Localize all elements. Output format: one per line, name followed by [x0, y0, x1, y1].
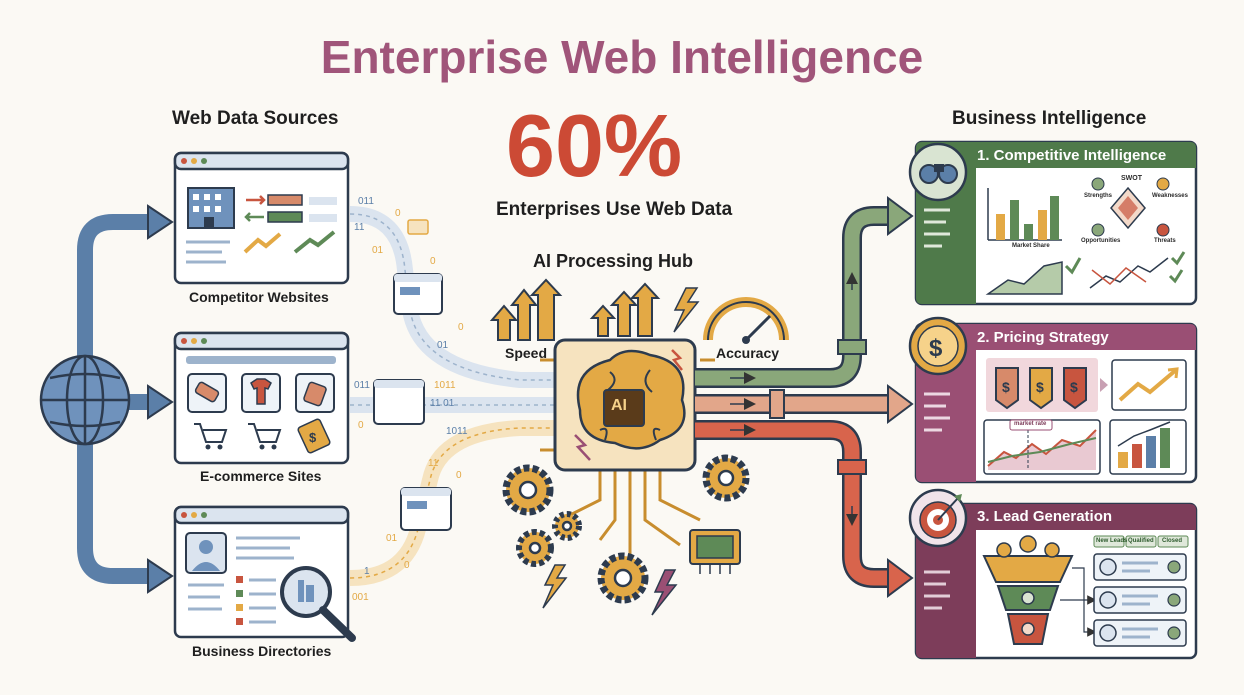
- stat-value: 60%: [506, 96, 683, 195]
- dollar-icon: $: [929, 335, 943, 362]
- panel-title-competitive: 1. Competitive Intelligence: [977, 147, 1167, 164]
- svg-text:$: $: [1070, 379, 1078, 395]
- binary-digit: 011: [354, 380, 370, 391]
- globe-icon: [39, 354, 131, 446]
- binary-digit: 1011: [434, 380, 456, 391]
- binary-digit: 1: [364, 566, 370, 577]
- svg-text:$: $: [309, 430, 317, 445]
- binary-digit: 01: [437, 340, 449, 351]
- binary-digit: 11: [354, 222, 365, 233]
- binary-digit: 001: [352, 592, 369, 603]
- output-pipes: [695, 206, 890, 588]
- binary-digit: 0: [456, 470, 462, 481]
- panel-title-pricing: 2. Pricing Strategy: [977, 329, 1109, 346]
- lead-stage-qualified: Qualified: [1128, 538, 1154, 544]
- swot-label: SWOT: [1121, 175, 1142, 182]
- output-arrowheads: [887, 196, 914, 598]
- swot-opportunities: Opportunities: [1081, 238, 1121, 244]
- svg-text:$: $: [1002, 379, 1010, 395]
- svg-text:$: $: [1036, 379, 1044, 395]
- binary-digit: 011: [358, 196, 374, 207]
- source-label-competitor-websites: Competitor Websites: [189, 289, 329, 305]
- sources-heading: Web Data Sources: [172, 108, 339, 129]
- market-share-chart: [987, 188, 1062, 241]
- mini-chip-icon: [689, 529, 741, 574]
- market-share-label: Market Share: [1012, 243, 1050, 249]
- market-rate-label: market rate: [1014, 421, 1047, 427]
- binary-digit: 01: [386, 533, 398, 544]
- binary-digit: 1011: [446, 426, 468, 437]
- binary-digit: 0: [358, 420, 364, 431]
- upload-arrows-icon: [589, 282, 661, 337]
- source-label-ecommerce: E-commerce Sites: [200, 468, 322, 484]
- binary-digit: 0: [404, 560, 410, 571]
- gears-icon: [502, 454, 750, 604]
- binary-digit: 0: [458, 322, 464, 333]
- hub-heading: AI Processing Hub: [533, 251, 694, 271]
- target-icon: [919, 494, 962, 539]
- speed-arrows-icon: [489, 278, 563, 341]
- hub-pins: [540, 358, 715, 560]
- source-arrowheads: [147, 204, 174, 594]
- ecommerce-card: $: [173, 331, 350, 465]
- panel-title-leads: 3. Lead Generation: [977, 508, 1113, 525]
- price-tags-icon: [995, 367, 1087, 410]
- magnifier-icon: [280, 566, 356, 642]
- lead-stage-closed: Closed: [1162, 538, 1183, 544]
- stream-windows: [373, 219, 452, 531]
- swot-strengths: Strengths: [1084, 193, 1113, 199]
- competitor-websites-card: [173, 151, 350, 285]
- swot-radar: [1091, 177, 1170, 237]
- accuracy-label: Accuracy: [716, 345, 780, 361]
- binary-digit: 0: [395, 208, 401, 219]
- directory-list: [188, 576, 276, 625]
- lead-stage-new: New Leads: [1096, 538, 1128, 544]
- outputs-heading: Business Intelligence: [952, 108, 1147, 129]
- lead-avatars: [996, 535, 1060, 636]
- business-directories-card: [173, 505, 356, 642]
- funnel-connectors: [1060, 567, 1097, 637]
- binary-digit: 0: [430, 256, 436, 267]
- binary-digit: 01: [372, 245, 384, 256]
- source-label-business-directories: Business Directories: [192, 643, 332, 659]
- page-title: Enterprise Web Intelligence: [320, 31, 924, 83]
- binoculars-icon: [919, 164, 958, 184]
- ai-chip: [553, 338, 697, 472]
- flow-direction-arrows: [730, 272, 858, 526]
- lead-generation-panel: [908, 488, 1198, 660]
- speed-label: Speed: [505, 345, 548, 361]
- pricing-strategy-panel: $ $ $ $: [908, 316, 1198, 484]
- swot-weaknesses: Weaknesses: [1152, 193, 1188, 199]
- competitive-intelligence-panel: [908, 140, 1198, 306]
- ai-chip-label: AI: [611, 397, 627, 414]
- stat-caption: Enterprises Use Web Data: [496, 199, 733, 220]
- accuracy-gauge-icon: [703, 297, 789, 344]
- lead-cards: [1093, 553, 1187, 647]
- binary-digit: 11 01: [430, 398, 455, 409]
- bolt-icon: [542, 287, 700, 616]
- swot-threats: Threats: [1154, 238, 1176, 244]
- lead-stage-tags: [1093, 535, 1189, 548]
- binary-digit: 11: [428, 458, 439, 469]
